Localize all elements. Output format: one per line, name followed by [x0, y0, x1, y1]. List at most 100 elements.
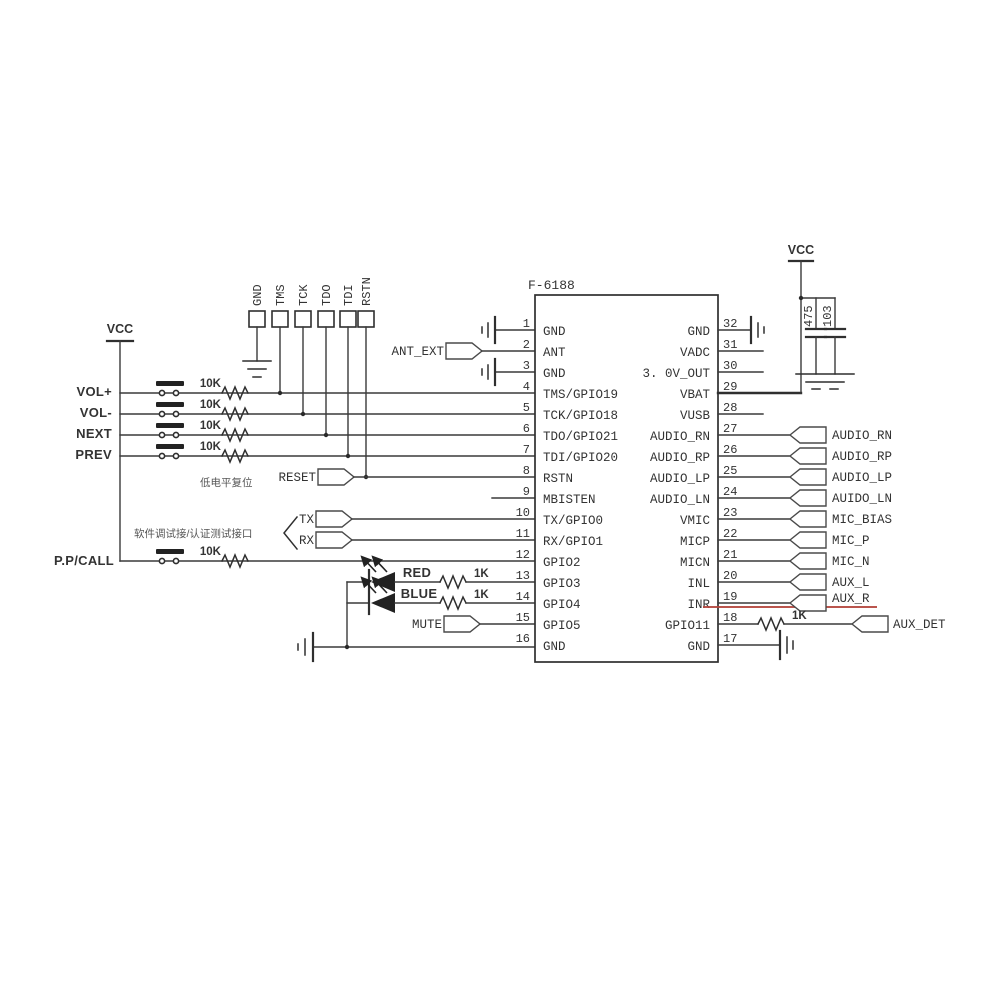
- resistor-10k-icon: [220, 385, 250, 464]
- pin-label: GPIO4: [543, 598, 581, 612]
- capacitor-103-icon: [823, 297, 847, 375]
- led-block: RED BLUE 1K 1K: [346, 555, 536, 648]
- vcc-left-label: VCC: [107, 322, 133, 336]
- audio-ln-tag-icon: [788, 489, 827, 507]
- pin-number: 7: [523, 443, 530, 457]
- pin-number: 20: [723, 569, 737, 583]
- pin-number: 6: [523, 422, 530, 436]
- low-reset-note: 低电平复位: [200, 476, 253, 489]
- led-blue-label: BLUE: [401, 586, 438, 601]
- mic-bias-tag-icon: [788, 510, 827, 528]
- resistor-value: 10K: [200, 441, 222, 453]
- call-row: P.P/CALL 10K: [54, 546, 536, 569]
- ic-f6188: F-6188 1 2 3 4 5 6 7 8 9 10 11 12 13 14 …: [516, 278, 737, 663]
- pad-tck: [294, 310, 312, 328]
- pin-number: 1: [523, 317, 530, 331]
- jtag-tck-label: TCK: [297, 284, 311, 306]
- pin-number: 27: [723, 422, 737, 436]
- pin-number: 9: [523, 485, 530, 499]
- audio-lp-tag-icon: [788, 468, 827, 486]
- pin-label: GND: [543, 367, 566, 381]
- pin-number: 28: [723, 401, 737, 415]
- vol-plus-label: VOL+: [76, 384, 112, 399]
- pin-number: 11: [516, 527, 530, 541]
- capacitor-475-icon: [804, 297, 828, 375]
- pin-number: 16: [516, 632, 530, 646]
- right-tag-label: AUDIO_RN: [832, 429, 892, 443]
- right-tag-label: AUIDO_LN: [832, 492, 892, 506]
- pin-number: 31: [723, 338, 737, 352]
- ppcall-label: P.P/CALL: [54, 553, 114, 568]
- ant-ext-tag-label: ANT_EXT: [391, 345, 444, 359]
- ic-title: F-6188: [528, 278, 575, 293]
- pad-rstn: [357, 310, 375, 328]
- pin-label: VADC: [680, 346, 710, 360]
- resistor-value: 1K: [474, 568, 489, 580]
- ground-icon: [242, 360, 272, 378]
- right-side-wiring: AUDIO_RN AUDIO_RP AUDIO_LP AUIDO_LN MIC_…: [703, 315, 946, 661]
- pad-gnd: [248, 310, 266, 328]
- jtag-header: GND TMS TCK TDO TDI RSTN: [242, 277, 375, 480]
- aux-det-tag-label: AUX_DET: [893, 618, 946, 632]
- mute-row: MUTE: [412, 615, 536, 633]
- resistor-value: 1K: [792, 610, 807, 622]
- pin-label: MBISTEN: [543, 493, 596, 507]
- reset-tag-label: RESET: [278, 471, 316, 485]
- audio-rn-tag-icon: [788, 426, 827, 444]
- uart-rows: TX RX 软件调试接/认证测试接口: [134, 510, 536, 551]
- rx-tag-label: RX: [299, 534, 315, 548]
- prev-label: PREV: [75, 447, 112, 462]
- resistor-1k-icon: [438, 574, 468, 590]
- pin-label: AUDIO_RN: [650, 430, 710, 444]
- pad-tms: [271, 310, 289, 328]
- mic-n-tag-icon: [788, 552, 827, 570]
- pin-label: GND: [687, 640, 710, 654]
- ground-icon: [749, 315, 765, 345]
- aux-det-tag-icon: [850, 615, 889, 633]
- pin-number: 17: [723, 632, 737, 646]
- pin-label: AUDIO_RP: [650, 451, 710, 465]
- pin-number: 19: [723, 590, 737, 604]
- pin-label: INR: [687, 598, 710, 612]
- cap-value-103: 103: [821, 305, 835, 327]
- led-red-label: RED: [403, 565, 431, 580]
- push-button-icon: [156, 549, 184, 565]
- reset-tag-icon: [317, 468, 356, 486]
- pin-label: VMIC: [680, 514, 710, 528]
- mic-p-tag-icon: [788, 531, 827, 549]
- pin-number: 14: [516, 590, 530, 604]
- resistor-value: 10K: [200, 399, 222, 411]
- pin-label: TDI/GPIO20: [543, 451, 618, 465]
- pin-label: 3. 0V_OUT: [642, 367, 710, 381]
- right-tag-label: MIC_BIAS: [832, 513, 892, 527]
- pin-label: GND: [543, 640, 566, 654]
- pin-number: 23: [723, 506, 737, 520]
- debug-port-note: 软件调试接/认证测试接口: [134, 527, 252, 540]
- ic-left-pin-numbers: 1 2 3 4 5 6 7 8 9 10 11 12 13 14 15 16: [516, 317, 530, 646]
- pin-label: VUSB: [680, 409, 711, 423]
- cap-value-475: 475: [802, 305, 816, 327]
- pin-label: TDO/GPIO21: [543, 430, 618, 444]
- ground-icon: [481, 315, 497, 345]
- pin-number: 29: [723, 380, 737, 394]
- pin-number: 13: [516, 569, 530, 583]
- jtag-gnd-label: GND: [251, 284, 265, 306]
- pin-label: TX/GPIO0: [543, 514, 603, 528]
- bottom-ground: [297, 631, 536, 663]
- jtag-rstn-label: RSTN: [360, 277, 374, 306]
- led-blue-icon: [371, 593, 395, 613]
- ground-icon: [795, 373, 855, 390]
- audio-rp-tag-icon: [788, 447, 827, 465]
- reset-row: 低电平复位 RESET: [200, 468, 536, 489]
- led-emission-arrows-icon: [360, 555, 388, 594]
- mute-tag-label: MUTE: [412, 618, 442, 632]
- pin1-ground: [481, 315, 536, 345]
- tx-tag-icon: [315, 510, 354, 528]
- pin-label: AUDIO_LN: [650, 493, 710, 507]
- jtag-tdi-label: TDI: [342, 284, 356, 306]
- pin-number: 22: [723, 527, 737, 541]
- vcc-rail-left: VCC: [105, 322, 135, 562]
- ant-ext-tag-icon: [445, 342, 484, 360]
